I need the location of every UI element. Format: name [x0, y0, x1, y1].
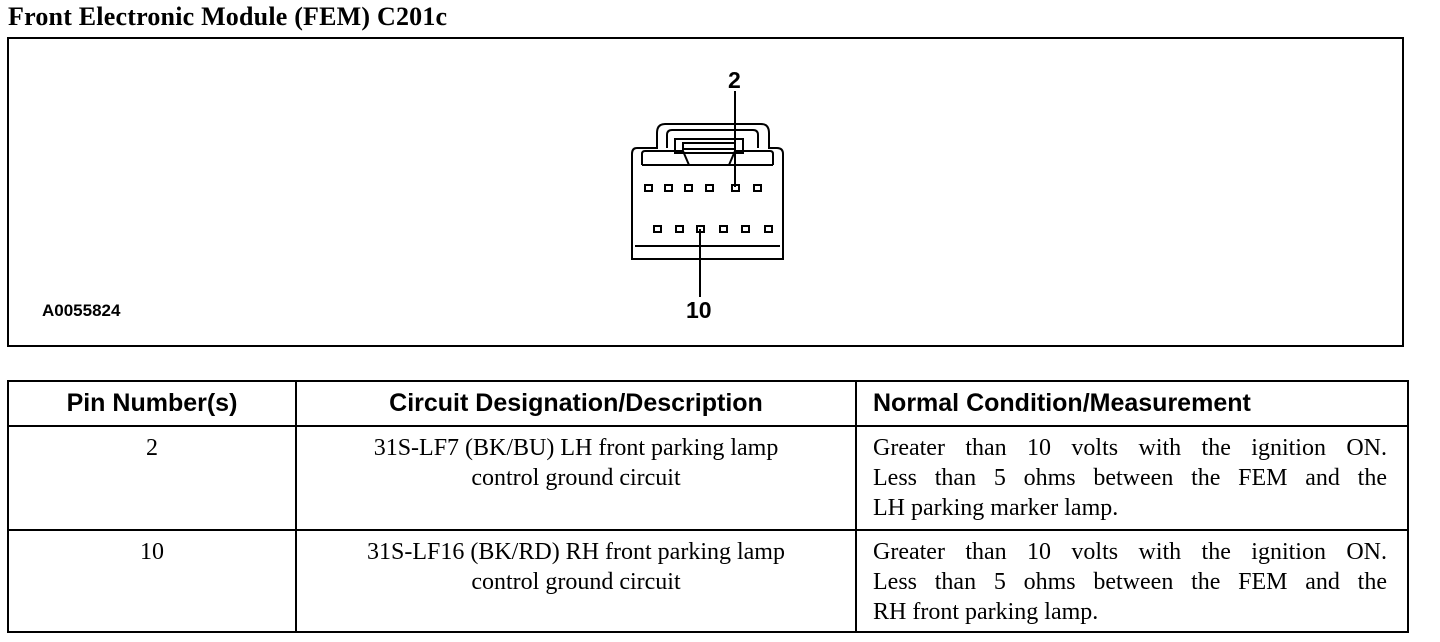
pin-number-cell: 10: [7, 529, 297, 633]
circuit-line: 31S-LF16 (BK/RD) RH front parking lamp: [367, 539, 785, 565]
condition-cell: Greater than 10 volts with the ignition …: [855, 425, 1409, 531]
pin-cavity: [705, 184, 714, 192]
condition-line: Greater than 10 volts with the ignition …: [873, 435, 1387, 461]
condition-line: LH parking marker lamp.: [873, 495, 1119, 521]
pin-cavity: [753, 184, 762, 192]
condition-cell: Greater than 10 volts with the ignition …: [855, 529, 1409, 633]
pin-cavity: [675, 225, 684, 233]
connector-lock-outer: [666, 129, 759, 148]
column-header-condition: Normal Condition/Measurement: [855, 380, 1409, 427]
column-header-circuit: Circuit Designation/Description: [295, 380, 857, 427]
table-header-row: Pin Number(s) Circuit Designation/Descri…: [7, 380, 1409, 427]
circuit-line: control ground circuit: [471, 465, 681, 491]
connector-diagram: 2 10 A0055824: [7, 37, 1404, 347]
connector-face-drawing: [631, 91, 784, 297]
connector-body: [631, 123, 784, 260]
circuit-cell: 31S-LF16 (BK/RD) RH front parking lamp c…: [295, 529, 857, 633]
condition-line: Greater than 10 volts with the ignition …: [873, 539, 1387, 565]
condition-line: Less than 5 ohms between the FEM and the: [873, 569, 1387, 595]
pin-cavity: [764, 225, 773, 233]
pin-2-label: 2: [728, 67, 741, 93]
pin-cavity: [719, 225, 728, 233]
circuit-line: control ground circuit: [471, 569, 681, 595]
pin-cavity: [741, 225, 750, 233]
page-title: Front Electronic Module (FEM) C201c: [8, 2, 448, 31]
pin-cavity: [664, 184, 673, 192]
table-row: 10 31S-LF16 (BK/RD) RH front parking lam…: [7, 529, 1409, 633]
connector-lock-tab: [674, 138, 744, 154]
figure-id: A0055824: [42, 301, 121, 320]
pin-cavity: [653, 225, 662, 233]
pin-table: Pin Number(s) Circuit Designation/Descri…: [7, 380, 1409, 633]
column-header-pin: Pin Number(s): [7, 380, 297, 427]
table-row: 2 31S-LF7 (BK/BU) LH front parking lamp …: [7, 425, 1409, 531]
pin-10-label: 10: [686, 297, 712, 323]
condition-line: Less than 5 ohms between the FEM and the: [873, 465, 1387, 491]
pin-cavity: [644, 184, 653, 192]
circuit-line: 31S-LF7 (BK/BU) LH front parking lamp: [373, 435, 779, 461]
pin-number-cell: 2: [7, 425, 297, 531]
pin-cavity: [684, 184, 693, 192]
condition-line: RH front parking lamp.: [873, 599, 1099, 625]
circuit-cell: 31S-LF7 (BK/BU) LH front parking lamp co…: [295, 425, 857, 531]
